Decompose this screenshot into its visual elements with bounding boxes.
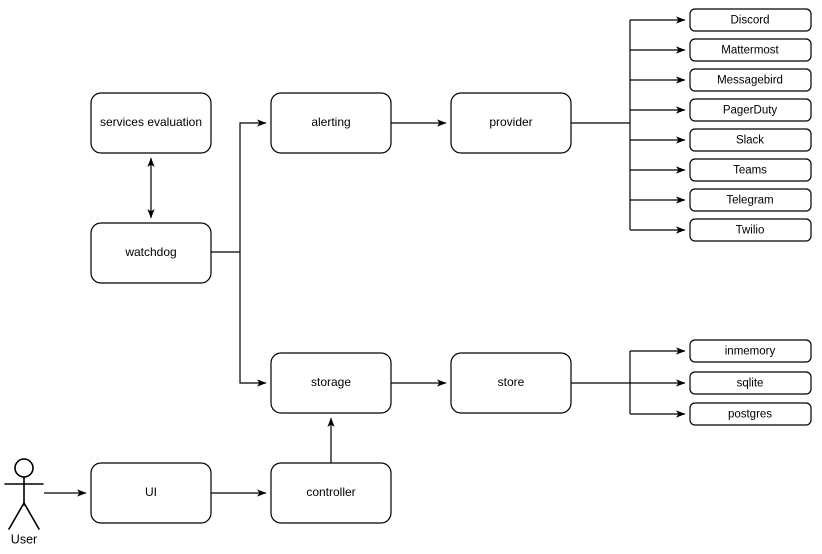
edge-provider-fanout [630, 16, 686, 234]
node-ui-label: UI [145, 485, 157, 499]
actor-label: User [11, 532, 37, 546]
edge-watchdog-to-alerting [239, 119, 267, 252]
node-pagerduty-label: PagerDuty [723, 105, 778, 117]
node-provider-label: provider [489, 115, 532, 129]
user-actor[interactable]: User [4, 458, 44, 546]
node-pagerduty[interactable]: PagerDuty [689, 98, 812, 122]
edge-layer [44, 16, 686, 497]
node-sqlite[interactable]: sqlite [689, 371, 812, 395]
node-sqlite-shape [689, 371, 812, 395]
node-postgres-label: postgres [728, 409, 772, 421]
node-store[interactable]: store [450, 352, 572, 414]
node-storage-label: storage [311, 375, 351, 389]
node-inmemory[interactable]: inmemory [689, 339, 812, 363]
node-postgres[interactable]: postgres [689, 402, 812, 426]
node-controller-label: controller [306, 485, 355, 499]
node-layer: services evaluation watchdog alerting pr… [90, 92, 572, 524]
node-services-evaluation-shape [90, 92, 212, 154]
node-store-shape [450, 352, 572, 414]
node-services-evaluation[interactable]: services evaluation [90, 92, 212, 154]
node-telegram-label: Telegram [726, 195, 773, 207]
node-slack[interactable]: Slack [689, 128, 812, 152]
node-storage[interactable]: storage [270, 352, 392, 414]
node-messagebird[interactable]: Messagebird [689, 68, 812, 92]
node-telegram-shape [689, 188, 812, 212]
node-teams-label: Teams [733, 165, 767, 177]
node-teams[interactable]: Teams [689, 158, 812, 182]
actor-head-icon [14, 458, 34, 478]
node-ui-shape [90, 462, 212, 524]
actor-left-leg-icon [8, 502, 25, 530]
node-twilio[interactable]: Twilio [689, 218, 812, 242]
node-provider-shape [450, 92, 572, 154]
node-discord-shape [689, 8, 812, 32]
node-watchdog-shape [90, 222, 212, 284]
node-services-evaluation-label: services evaluation [100, 115, 202, 129]
node-twilio-label: Twilio [736, 225, 765, 237]
node-mattermost-label: Mattermost [721, 45, 779, 57]
node-telegram[interactable]: Telegram [689, 188, 812, 212]
node-messagebird-shape [689, 68, 812, 92]
node-teams-shape [689, 158, 812, 182]
edge-watchdog-to-storage [239, 252, 267, 387]
node-mattermost[interactable]: Mattermost [689, 38, 812, 62]
store-implementations: inmemory sqlite postgres [689, 339, 812, 426]
node-alerting[interactable]: alerting [270, 92, 392, 154]
node-postgres-shape [689, 402, 812, 426]
node-messagebird-label: Messagebird [717, 75, 783, 87]
node-store-label: store [498, 375, 525, 389]
node-inmemory-label: inmemory [725, 346, 776, 358]
node-twilio-shape [689, 218, 812, 242]
node-alerting-shape [270, 92, 392, 154]
node-storage-shape [270, 352, 392, 414]
node-watchdog-label: watchdog [124, 245, 176, 259]
node-alerting-label: alerting [311, 115, 350, 129]
node-sqlite-label: sqlite [737, 378, 764, 390]
node-controller[interactable]: controller [270, 462, 392, 524]
node-ui[interactable]: UI [90, 462, 212, 524]
node-watchdog[interactable]: watchdog [90, 222, 212, 284]
actor-right-leg-icon [23, 502, 40, 530]
provider-implementations: Discord Mattermost Messagebird PagerDuty… [689, 8, 812, 242]
edge-store-fanout [630, 347, 686, 418]
node-inmemory-shape [689, 339, 812, 363]
node-slack-label: Slack [736, 135, 764, 147]
node-pagerduty-shape [689, 98, 812, 122]
node-controller-shape [270, 462, 392, 524]
node-slack-shape [689, 128, 812, 152]
node-provider[interactable]: provider [450, 92, 572, 154]
node-mattermost-shape [689, 38, 812, 62]
node-discord-label: Discord [731, 15, 770, 27]
node-discord[interactable]: Discord [689, 8, 812, 32]
